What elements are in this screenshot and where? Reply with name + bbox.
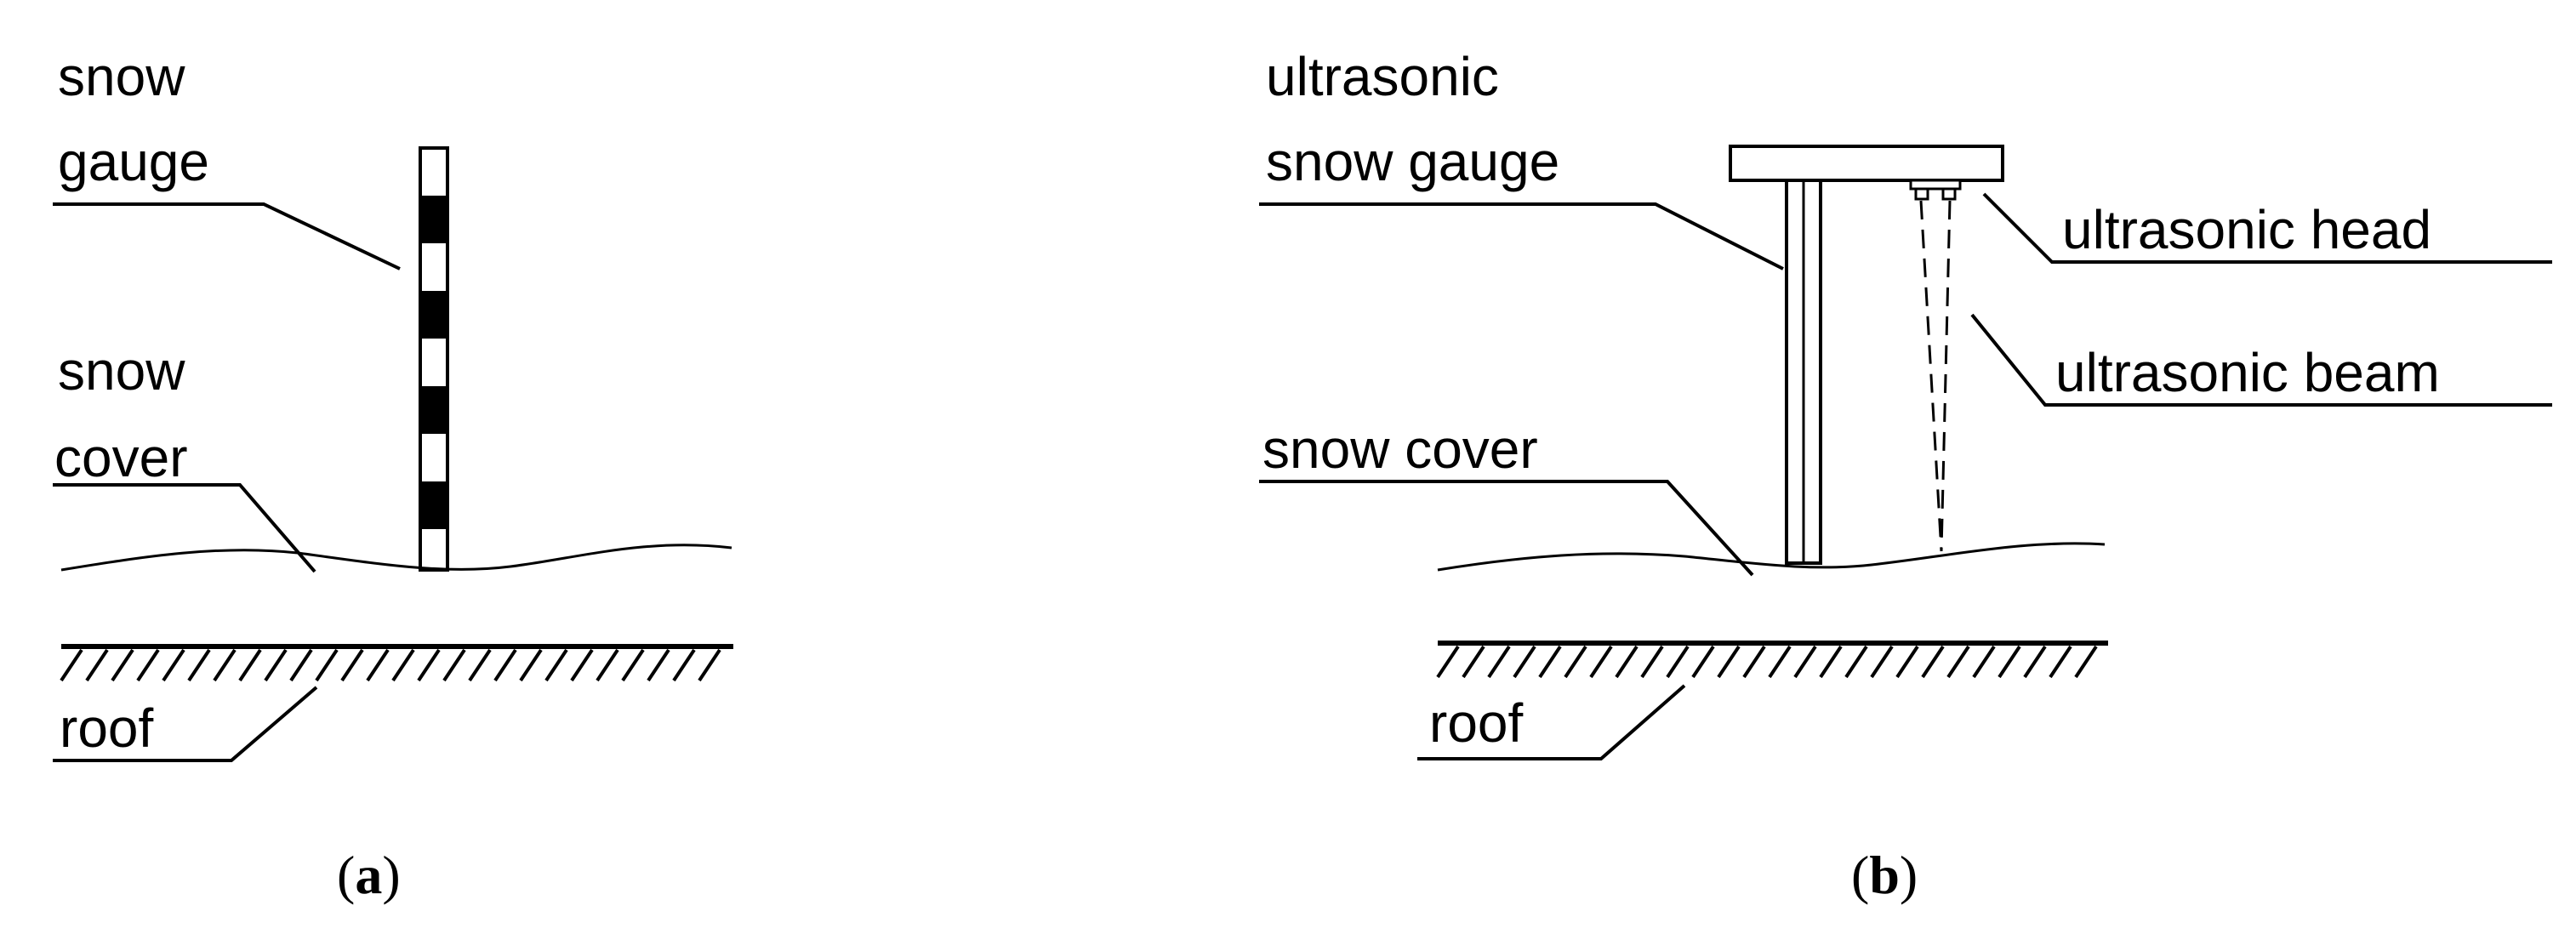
panel-b: ultrasonic snow gauge ultrasonic head ul… — [1259, 46, 2552, 905]
label-ultrasonic-beam: ultrasonic beam — [2055, 342, 2440, 403]
leader-roof-b — [1417, 684, 1686, 760]
leader-ultrasonic-beam — [1970, 313, 2552, 407]
leader-snow-cover-b — [1259, 480, 1754, 577]
label-snow-gauge-line1: snow — [58, 46, 185, 107]
striped-snow-gauge-pole — [419, 146, 449, 572]
leader-snow-gauge — [53, 202, 401, 271]
roof-hatching — [60, 648, 721, 682]
label-roof-b: roof — [1429, 692, 1524, 754]
label-ultrasonic-gauge-line1: ultrasonic — [1266, 46, 1499, 107]
ultrasonic-head — [1909, 179, 1962, 201]
snow-cover-surface — [60, 544, 732, 572]
ultrasonic-beam — [1919, 200, 1952, 552]
label-ultrasonic-gauge-line2: snow gauge — [1266, 131, 1559, 192]
label-snow-cover-line2: cover — [54, 427, 188, 488]
leader-ultrasonic-head — [1982, 192, 2552, 264]
panel-a: snow gauge snow cover roof — [53, 46, 733, 905]
leader-ultrasonic-gauge — [1259, 202, 1784, 271]
leader-roof — [53, 686, 318, 762]
caption-a: (a) — [337, 845, 401, 905]
caption-b: (b) — [1851, 845, 1918, 905]
label-snow-gauge-line2: gauge — [58, 131, 209, 192]
label-snow-cover-line1: snow — [58, 340, 185, 402]
snow-cover-surface-b — [1437, 542, 2106, 572]
roof-hatching-b — [1436, 645, 2098, 679]
leader-snow-cover — [53, 483, 316, 573]
ultrasonic-gauge-structure — [1729, 145, 2004, 565]
label-roof: roof — [60, 698, 154, 759]
label-snow-cover: snow cover — [1262, 419, 1538, 480]
label-ultrasonic-head: ultrasonic head — [2062, 199, 2431, 260]
gauge-top-arm — [1729, 145, 2004, 182]
